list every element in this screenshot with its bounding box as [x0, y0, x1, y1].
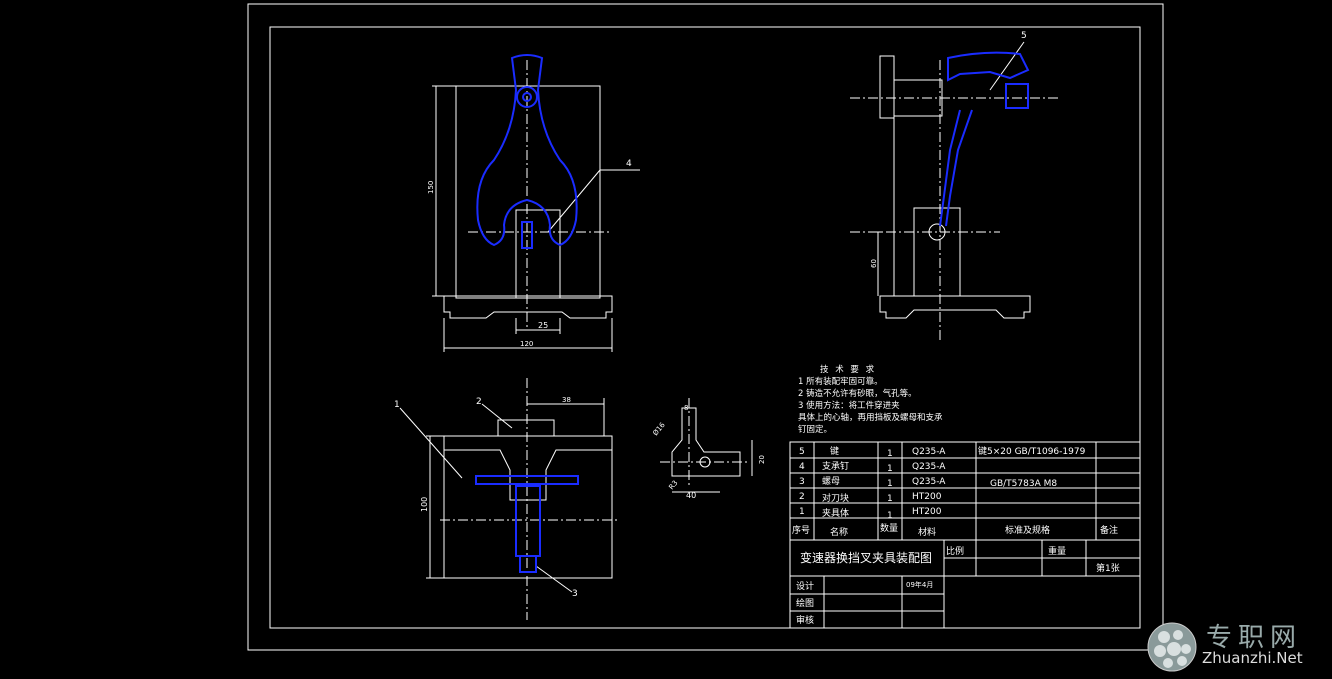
design-date: 09年4月 — [906, 580, 933, 589]
row3-standard: GB/T5783A M8 — [990, 479, 1057, 489]
dim-phi: Ø16 — [651, 421, 667, 438]
row1-name: 夹具体 — [822, 507, 849, 519]
outer-frame — [247, 3, 1164, 651]
row5-standard: 键5×20 GB/T1096-1979 — [978, 445, 1086, 457]
row1-qty: 1 — [887, 511, 893, 521]
row4-material: Q235-A — [912, 462, 946, 472]
drawing-title: 变速器换挡叉夹具装配图 — [800, 550, 932, 565]
balloon-1: 1 — [394, 400, 400, 410]
row2-material: HT200 — [912, 492, 942, 502]
tech-item-3: 3 使用方法：将工件穿进夹 — [798, 401, 900, 411]
dim-r: R3 — [667, 479, 679, 491]
row5-no: 5 — [799, 447, 805, 457]
tech-item-1: 1 所有装配牢固可靠。 — [798, 377, 883, 387]
technical-requirements: 技 术 要 求 1 所有装配牢固可靠。 2 铸造不允许有砂眼，气孔等。 3 使用… — [798, 364, 978, 436]
front-view — [432, 60, 640, 352]
row3-material: Q235-A — [912, 477, 946, 487]
row4-no: 4 — [799, 462, 805, 472]
row4-qty: 1 — [887, 464, 893, 474]
dim-100: 100 — [420, 497, 429, 512]
scale-label: 比例 — [946, 545, 964, 557]
watermark: 专职网 Zhuanzhi.Net — [1142, 615, 1322, 675]
top-view — [399, 378, 620, 620]
hdr-no: 序号 — [792, 524, 810, 536]
row3-no: 3 — [799, 477, 805, 487]
row4-name: 支承钉 — [822, 460, 849, 472]
dim-38: 38 — [562, 396, 571, 404]
review-label: 审核 — [796, 614, 814, 626]
hdr-standard: 标准及规格 — [1005, 524, 1050, 536]
watermark-en: Zhuanzhi.Net — [1202, 649, 1303, 667]
side-fork-part — [939, 51, 1030, 227]
tech-heading: 技 术 要 求 — [820, 365, 877, 375]
watermark-cn: 专职网 — [1206, 623, 1303, 653]
dim-20: 20 — [758, 455, 766, 464]
inner-frame — [269, 26, 1141, 629]
row5-material: Q235-A — [912, 447, 946, 457]
part-balloons: 1 2 3 4 5 — [394, 31, 1027, 599]
balloon-3: 3 — [572, 589, 578, 599]
dim-150: 150 — [427, 181, 435, 194]
dim-60: 60 — [870, 259, 878, 268]
parts-table — [789, 441, 1141, 629]
tech-item-4: 具体上的心轴，再用挡板及螺母和支承 — [798, 413, 943, 423]
dim-120: 120 — [520, 340, 533, 348]
tech-item-5: 钉固定。 — [798, 425, 833, 435]
dim-8: 8 — [684, 404, 688, 412]
hdr-material: 材料 — [918, 526, 936, 538]
balloon-2: 2 — [476, 397, 482, 407]
drawing-label: 绘图 — [796, 597, 814, 609]
side-view — [850, 41, 1060, 340]
row3-name: 螺母 — [822, 476, 840, 487]
hdr-qty: 数量 — [880, 522, 898, 534]
dim-25: 25 — [538, 321, 548, 330]
sheet-number: 第1张 — [1096, 562, 1120, 574]
row3-qty: 1 — [887, 479, 893, 489]
dim-40: 40 — [686, 491, 696, 500]
row2-qty: 1 — [887, 494, 893, 504]
row5-qty: 1 — [887, 449, 893, 459]
detail-view — [660, 398, 753, 493]
weight-label: 重量 — [1048, 545, 1066, 557]
hdr-remark: 备注 — [1100, 524, 1118, 536]
row2-no: 2 — [799, 492, 805, 502]
balloon-5: 5 — [1021, 31, 1027, 41]
row5-name: 键 — [830, 445, 839, 457]
title-block: 变速器换挡叉夹具装配图 比例 重量 第1张 设计 09年4月 绘图 审核 — [796, 545, 1120, 626]
tech-item-2: 2 铸造不允许有砂眼，气孔等。 — [798, 389, 917, 399]
balloon-4: 4 — [626, 159, 632, 169]
hdr-name: 名称 — [830, 526, 848, 538]
dimension-texts: 120 25 150 60 100 38 40 20 Ø16 R3 8 — [420, 181, 878, 512]
parts-rows: 5 键 1 Q235-A 键5×20 GB/T1096-1979 4 支承钉 1… — [792, 445, 1118, 538]
row2-name: 对刀块 — [822, 492, 849, 504]
row1-material: HT200 — [912, 507, 942, 517]
globe-logo-icon — [1147, 622, 1197, 672]
row1-no: 1 — [799, 507, 805, 517]
shift-fork-part — [476, 54, 578, 249]
top-view-fork — [475, 475, 579, 573]
design-label: 设计 — [796, 580, 814, 592]
